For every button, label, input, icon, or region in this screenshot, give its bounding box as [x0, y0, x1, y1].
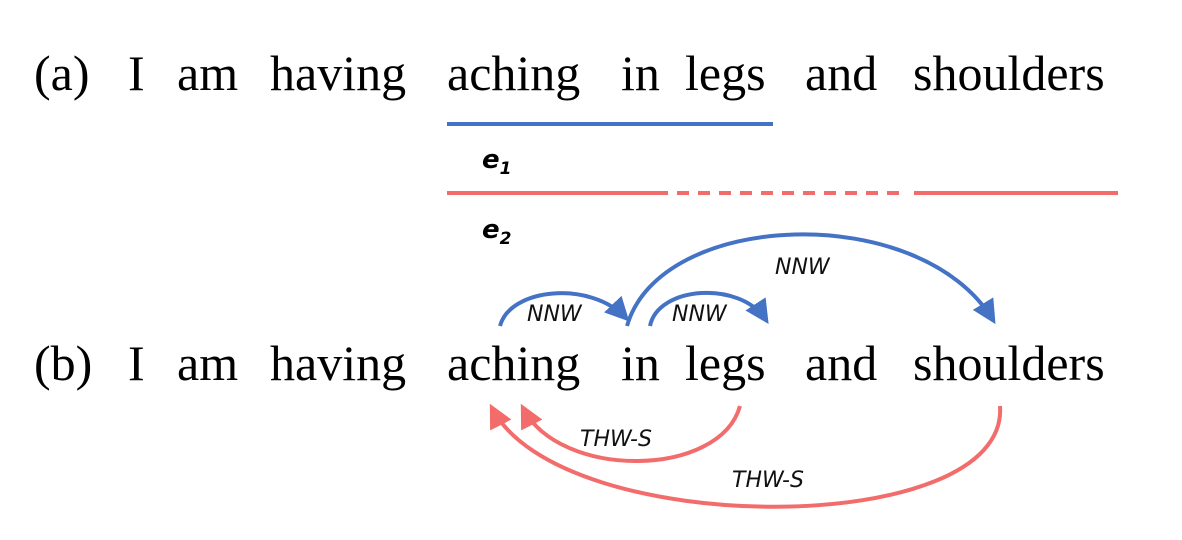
- relation-arc-nnw-in-shoulders: [625, 232, 996, 327]
- relation-label-thws-1: THW-S: [580, 427, 652, 452]
- entity-e2-label: e2: [482, 215, 511, 249]
- panel-b-token-having: having: [270, 335, 406, 391]
- panel-b: (b) I am having aching in legs and shoul…: [34, 232, 1105, 509]
- panel-b-marker: (b): [34, 335, 92, 391]
- panel-a-token-legs: legs: [685, 45, 766, 101]
- relation-arc-nnw-aching-in: [498, 291, 630, 327]
- relation-arc-thws-legs-aching: [520, 403, 742, 463]
- panel-a-token-and: and: [805, 45, 877, 101]
- panel-b-token-am: am: [177, 335, 238, 391]
- panel-a: (a) I am having aching in legs and shoul…: [34, 45, 1118, 249]
- relation-label-thws-2: THW-S: [732, 468, 804, 493]
- panel-b-token-and: and: [805, 335, 877, 391]
- panel-b-token-i: I: [128, 335, 145, 391]
- relation-label-nnw-3: NNW: [775, 255, 831, 280]
- panel-b-token-shoulders: shoulders: [913, 335, 1105, 391]
- relation-arc-nnw-in-legs: [648, 290, 769, 327]
- panel-a-token-in: in: [621, 45, 660, 101]
- relation-label-nnw-2: NNW: [672, 302, 728, 327]
- panel-a-marker: (a): [34, 45, 90, 101]
- panel-b-token-legs: legs: [685, 335, 766, 391]
- panel-a-token-aching: aching: [447, 45, 580, 101]
- panel-a-token-am: am: [177, 45, 238, 101]
- relation-label-nnw-1: NNW: [527, 302, 583, 327]
- panel-a-token-shoulders: shoulders: [913, 45, 1105, 101]
- panel-a-token-having: having: [270, 45, 406, 101]
- panel-b-token-aching: aching: [447, 335, 580, 391]
- panel-a-token-i: I: [128, 45, 145, 101]
- panel-b-token-in: in: [621, 335, 660, 391]
- entity-e1-label: e1: [482, 145, 511, 179]
- relation-arc-thws-shoulders-aching: [489, 403, 1003, 509]
